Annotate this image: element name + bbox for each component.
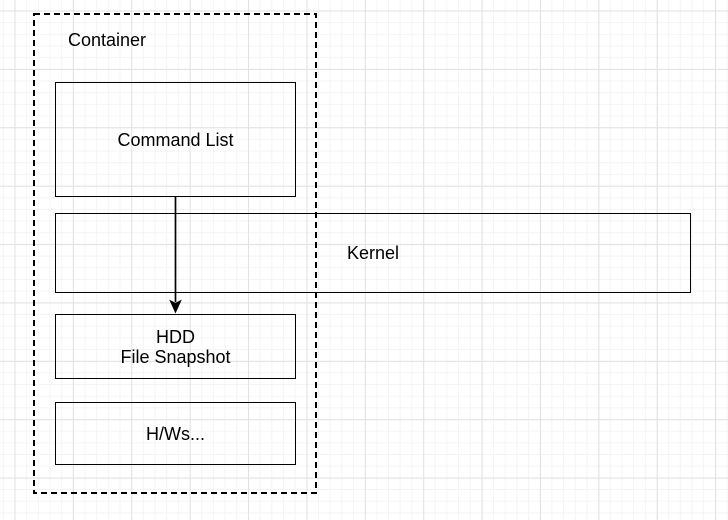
node-kernel-label: Kernel (346, 243, 400, 263)
node-kernel[interactable]: Kernel (55, 213, 691, 293)
container-group-label: Container (68, 30, 147, 50)
node-hdd-label-line1: HDD (155, 326, 195, 347)
node-command-list-label: Command List (117, 129, 234, 150)
node-hws-label: H/Ws... (146, 423, 205, 444)
node-command-list[interactable]: Command List (55, 82, 296, 197)
node-hdd-label-line2: File Snapshot (120, 346, 231, 367)
arrowhead-down-icon (169, 299, 182, 314)
node-hdd-label: HDD File Snapshot (120, 327, 230, 367)
node-hws[interactable]: H/Ws... (55, 402, 296, 465)
node-hdd-file-snapshot[interactable]: HDD File Snapshot (55, 314, 296, 379)
